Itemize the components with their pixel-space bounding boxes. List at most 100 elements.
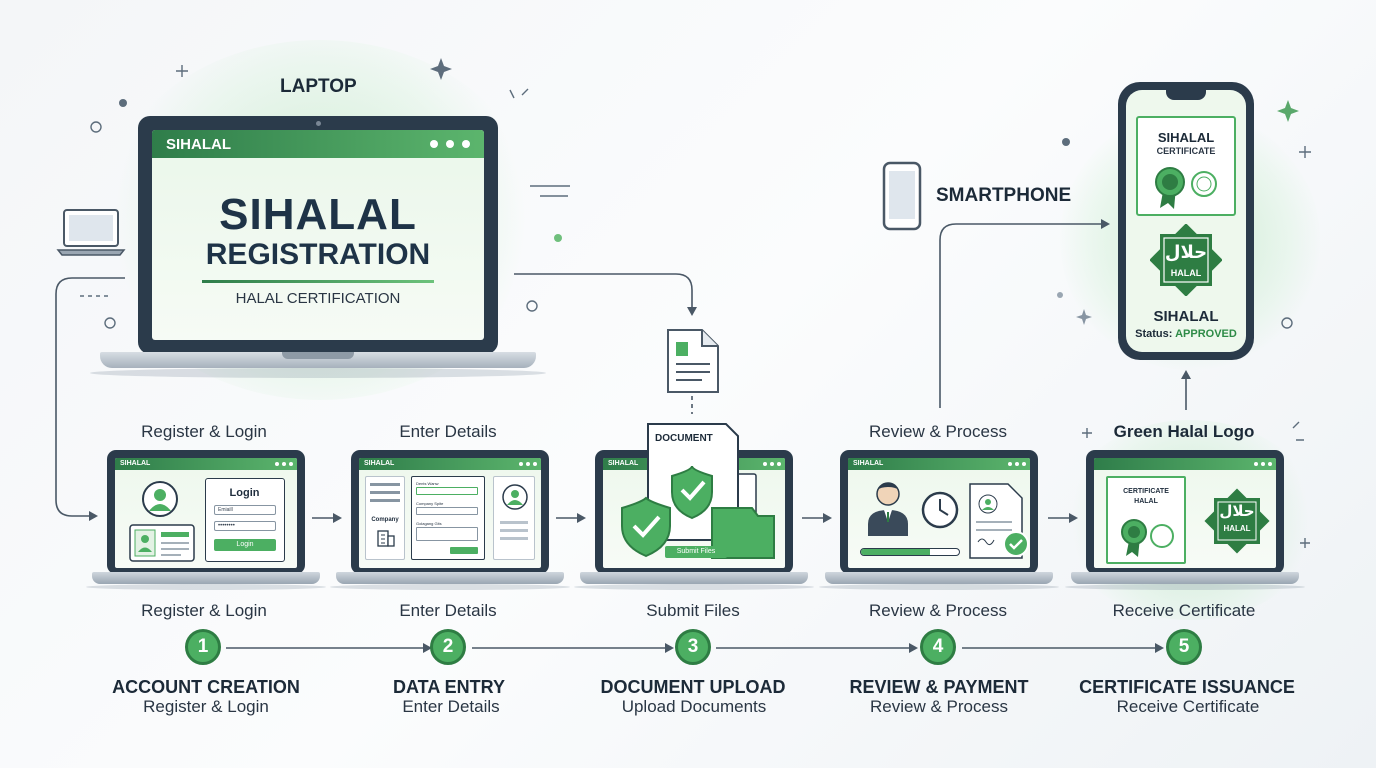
- dot-icon: [554, 234, 562, 242]
- phone-status-value: APPROVED: [1175, 328, 1237, 340]
- main-screen-bar: SIHALAL: [152, 130, 484, 158]
- laptop-frame: SIHALAL Login Emiaill •••••••• Login: [107, 450, 305, 574]
- step-number-5: 5: [1166, 629, 1202, 665]
- document-stack-icon: [621, 423, 775, 559]
- top-label-4: Review & Process: [869, 422, 1007, 441]
- login-button[interactable]: Login: [214, 539, 276, 551]
- spark-lines-icon: [1292, 421, 1304, 441]
- step-number-4: 4: [920, 629, 956, 665]
- smartphone-label: SMARTPHONE: [936, 185, 1072, 206]
- top-label-1: Register & Login: [141, 422, 267, 441]
- form-field[interactable]: [416, 487, 478, 495]
- step-number-3: 3: [675, 629, 711, 665]
- login-email-field[interactable]: Emiaill: [214, 505, 276, 515]
- clock-icon: [921, 491, 959, 529]
- laptop-base: [825, 572, 1053, 584]
- star-sparkle-icon: [1076, 309, 1092, 325]
- step-title-2: DATA ENTRY: [393, 677, 505, 697]
- main-screen-bar-title: SIHALAL: [166, 135, 231, 153]
- submit-files-button[interactable]: Submit Files: [665, 546, 727, 558]
- top-label-2: Enter Details: [399, 422, 497, 441]
- reviewer-person-icon: [868, 482, 908, 536]
- bottom-label-5: Receive Certificate: [1112, 601, 1256, 620]
- laptop-frame: CERTIFICATE HALAL حلال HALAL: [1086, 450, 1284, 574]
- phone-status-label: Status:: [1135, 328, 1173, 340]
- screen-bar: SIHALAL: [115, 458, 297, 470]
- bottom-label-3: Submit Files: [646, 601, 740, 620]
- laptop-base: [1071, 572, 1299, 584]
- phone-halal-arabic: حلال: [1164, 242, 1208, 263]
- ribbon-seal-icon: [1121, 519, 1174, 557]
- main-title-line2: REGISTRATION: [205, 238, 431, 271]
- login-password-field[interactable]: ••••••••: [214, 521, 276, 531]
- window-dots: [430, 140, 470, 148]
- bottom-label-1: Register & Login: [141, 601, 267, 620]
- dot-icon: [119, 99, 127, 107]
- user-avatar-icon: [142, 481, 178, 517]
- laptop-to-document-connector: [514, 273, 693, 312]
- step-subtitle-1: Register & Login: [143, 697, 269, 716]
- dot-icon: [1057, 292, 1063, 298]
- screen-halal-text: HALAL: [1223, 524, 1251, 533]
- user-avatar-icon: [502, 484, 528, 510]
- laptop-frame: SIHALAL: [840, 450, 1038, 574]
- certificate-subtitle: HALAL: [1134, 498, 1158, 505]
- laptop-frame: SIHALAL Company Dents Wanw Company Spite…: [351, 450, 549, 574]
- step-subtitle-4: Review & Process: [870, 697, 1008, 716]
- phone-status: Status: APPROVED: [1126, 328, 1246, 340]
- plus-sparkle-icon: [1299, 146, 1311, 158]
- laptop-screen: CERTIFICATE HALAL حلال HALAL: [1094, 458, 1276, 568]
- motion-lines-icon: [530, 185, 570, 197]
- step-title-1: ACCOUNT CREATION: [112, 677, 300, 697]
- bottom-label-4: Review & Process: [869, 601, 1007, 620]
- screen-bar: SIHALAL: [359, 458, 541, 470]
- laptop-screen: SIHALAL Company Dents Wanw Company Spite…: [359, 458, 541, 568]
- profile-card: [493, 476, 535, 560]
- step-number-2: 2: [430, 629, 466, 665]
- phone-screen: SIHALAL CERTIFICATE حلال HALAL SIHALAL S…: [1126, 90, 1246, 352]
- form-field[interactable]: [416, 507, 478, 515]
- ring-dot-icon: [104, 317, 116, 329]
- smartphone-icon: [882, 161, 922, 231]
- screen-bar: SIHALAL: [848, 458, 1030, 470]
- step-number-1: 1: [185, 629, 221, 665]
- main-title-line1: SIHALAL: [219, 190, 417, 239]
- plus-sparkle-icon: [176, 65, 188, 77]
- step-title-5: CERTIFICATE ISSUANCE: [1079, 677, 1295, 697]
- progress-bar: [860, 548, 960, 556]
- ribbon-seal-icon: [1155, 167, 1217, 209]
- phone-frame: SIHALAL CERTIFICATE حلال HALAL SIHALAL S…: [1118, 82, 1254, 360]
- review-to-phone-connector: [939, 223, 1106, 408]
- form-submit-button[interactable]: [450, 547, 478, 554]
- ring-dot-icon: [90, 121, 102, 133]
- login-form: Login Emiaill •••••••• Login: [205, 478, 285, 562]
- phone-app-name: SIHALAL: [1153, 308, 1219, 325]
- document-label: DOCUMENT: [655, 433, 713, 444]
- spark-lines-icon: [509, 88, 529, 99]
- main-laptop-screen: SIHALAL SIHALAL REGISTRATION HALAL CERTI…: [152, 130, 484, 340]
- halal-logo-icon: [1204, 488, 1270, 554]
- bottom-label-2: Enter Details: [399, 601, 497, 620]
- main-laptop-shadow: [90, 368, 546, 378]
- laptop-base: [580, 572, 808, 584]
- laptop-base: [92, 572, 320, 584]
- document-icon: [667, 329, 719, 393]
- step-title-3: DOCUMENT UPLOAD: [600, 677, 786, 697]
- phone-cert-subtitle: CERTIFICATE: [1156, 146, 1216, 156]
- laptop-base: [336, 572, 564, 584]
- certificate-card: CERTIFICATE HALAL: [1106, 476, 1186, 564]
- dot-icon: [1062, 138, 1070, 146]
- webcam-dot: [316, 121, 321, 126]
- certificate-title: CERTIFICATE: [1123, 488, 1169, 495]
- screen-bar: [1094, 458, 1276, 470]
- laptop-screen: SIHALAL: [848, 458, 1030, 568]
- laptop-to-step1-connector: [55, 277, 125, 517]
- laptop-label: LAPTOP: [280, 76, 357, 97]
- plus-sparkle-icon: [1082, 428, 1092, 438]
- phone-certificate: SIHALAL CERTIFICATE: [1136, 116, 1236, 216]
- form-field[interactable]: [416, 527, 478, 541]
- top-label-5: Green Halal Logo: [1113, 422, 1255, 441]
- laptop-screen: SIHALAL Login Emiaill •••••••• Login: [115, 458, 297, 568]
- building-icon: [377, 530, 395, 547]
